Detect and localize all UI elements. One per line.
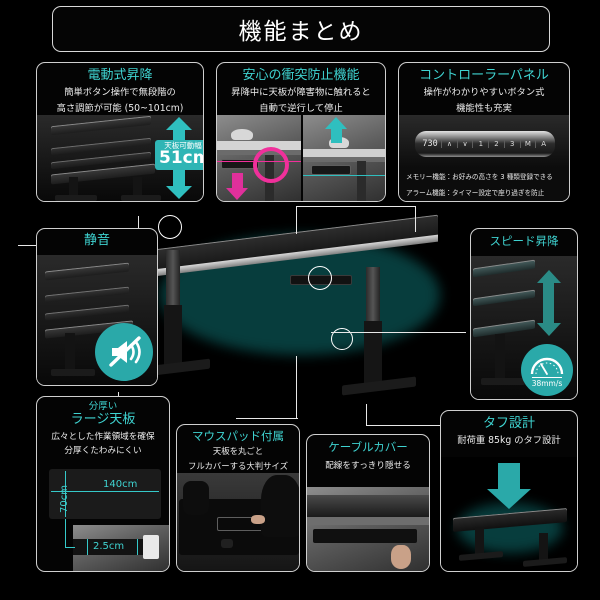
- connector-line: [331, 332, 466, 333]
- panel-sub-tough-1: 耐荷重 85kg のタフ設計: [457, 435, 561, 447]
- panel-title-electric-lift: 電動式昇降: [87, 68, 153, 83]
- controller-key-preset-1[interactable]: 1: [472, 140, 488, 148]
- panel-sub-anti-collision-2: 自動で逆行して停止: [259, 102, 343, 114]
- height-range-badge: 天板可動幅 51cm: [155, 140, 203, 170]
- panel-title-speed: スピード昇降: [489, 234, 559, 248]
- collision-point-marker-icon: [253, 147, 289, 183]
- tabletop-diagram: [49, 469, 161, 519]
- panel-sub-controller-2: 機能性も充実: [456, 102, 512, 114]
- panel-anti-collision[interactable]: 安心の衝突防止機能 昇降中に天板が障害物に触れると 自動で逆行して停止: [216, 62, 386, 202]
- badge-label: 天板可動幅: [164, 141, 202, 150]
- mousepad-photo: [177, 473, 299, 571]
- speed-value: 38mm/s: [531, 377, 563, 388]
- controller-display: 730: [422, 139, 438, 149]
- thickness-inset-photo: 2.5cm: [73, 525, 169, 571]
- panel-sub-large-top-1: 広々とした作業領域を確保: [51, 431, 155, 442]
- controller-key-preset-2[interactable]: 2: [488, 140, 504, 148]
- panel-title-controller: コントローラーパネル: [419, 68, 549, 83]
- panel-sub-mousepad-2: フルカバーする大判サイズ: [188, 460, 288, 471]
- connector-line: [296, 206, 297, 234]
- panel-title-tough: タフ設計: [482, 416, 535, 431]
- panel-speed[interactable]: スピード昇降 38mm/s: [470, 228, 578, 400]
- controller-key-memory[interactable]: M: [519, 140, 536, 148]
- panel-sub-large-top-2: 分厚くたわみにくい: [64, 446, 142, 457]
- panel-sub-electric-lift-2: 高さ調節が可能 (50~101cm): [56, 102, 184, 114]
- panel-quiet[interactable]: 静音: [36, 228, 158, 386]
- panel-tough[interactable]: タフ設計 耐荷重 85kg のタフ設計: [440, 410, 578, 572]
- panel-sub-electric-lift-1: 簡単ボタン操作で無段階の: [64, 87, 176, 99]
- panel-pre-large-top: 分厚い: [88, 401, 118, 412]
- panel-sub-cable-cover-1: 配線をすっきり隠せる: [325, 461, 411, 472]
- controller-caption-alarm: アラーム機能：タイマー設定で座り過ぎを防止: [406, 189, 545, 197]
- controller-photo: 730 ∧ ∨ 1 2 3 M A メモリー機能：お好みの高さを 3 種類登録で…: [399, 115, 569, 201]
- panel-cable-cover[interactable]: ケーブルカバー 配線をすっきり隠せる: [306, 434, 430, 572]
- callout-marker-leg: [331, 328, 353, 350]
- callout-marker-top-left: [158, 215, 182, 239]
- panel-sub-mousepad-1: 天板を丸ごと: [212, 446, 264, 457]
- panel-sub-controller-1: 操作がわかりやすいボタン式: [423, 87, 545, 99]
- depth-label: 70cm: [59, 485, 70, 513]
- connector-line: [415, 206, 416, 232]
- panel-sub-anti-collision-1: 昇降中に天板が障害物に触れると: [231, 87, 371, 99]
- controller-caption-memory: メモリー機能：お好みの高さを 3 種類登録できる: [406, 173, 553, 181]
- controller-remote[interactable]: 730 ∧ ∨ 1 2 3 M A: [415, 131, 555, 157]
- anti-collision-photo-right: [303, 115, 385, 201]
- connector-line: [296, 206, 416, 207]
- cable-cover-photo: [307, 487, 429, 571]
- controller-key-alarm[interactable]: A: [535, 140, 551, 148]
- panel-title-cable-cover: ケーブルカバー: [328, 440, 408, 454]
- connector-line: [236, 418, 298, 419]
- thickness-label: 2.5cm: [93, 541, 125, 552]
- depth-dimension-line: [65, 471, 66, 517]
- quiet-photo: [37, 255, 157, 385]
- connector-line: [366, 404, 367, 426]
- speed-photo: 38mm/s: [471, 256, 577, 399]
- controller-key-preset-3[interactable]: 3: [503, 140, 520, 148]
- panel-title-large-top: ラージ天板: [70, 412, 136, 428]
- main-desk-photo: [120, 205, 480, 420]
- mute-speaker-icon: [95, 323, 153, 381]
- panel-mousepad[interactable]: マウスパッド付属 天板を丸ごと フルカバーする大判サイズ: [176, 424, 300, 572]
- controller-key-up[interactable]: ∧: [441, 140, 457, 148]
- connector-line: [366, 425, 444, 426]
- speedometer-icon: 38mm/s: [521, 344, 573, 396]
- panel-electric-lift[interactable]: 電動式昇降 簡単ボタン操作で無段階の 高さ調節が可能 (50~101cm) 天板…: [36, 62, 204, 202]
- page-title: 機能まとめ: [238, 19, 364, 45]
- badge-value: 51cm: [159, 147, 203, 168]
- connector-line: [296, 356, 297, 418]
- width-label: 140cm: [103, 479, 138, 490]
- panel-title-mousepad: マウスパッド付属: [192, 429, 284, 443]
- page-header: 機能まとめ: [52, 6, 550, 52]
- callout-marker-controller: [308, 266, 332, 290]
- tough-photo: [441, 457, 577, 571]
- controller-key-down[interactable]: ∨: [456, 140, 473, 148]
- panel-title-quiet: 静音: [83, 233, 110, 248]
- anti-collision-photo-left: [217, 115, 301, 201]
- electric-lift-photo: 天板可動幅 51cm: [37, 115, 203, 201]
- panel-large-top[interactable]: 分厚い ラージ天板 広々とした作業領域を確保 分厚くたわみにくい 140cm 7…: [36, 396, 170, 572]
- panel-title-anti-collision: 安心の衝突防止機能: [242, 68, 360, 83]
- panel-controller[interactable]: コントローラーパネル 操作がわかりやすいボタン式 機能性も充実 730 ∧ ∨ …: [398, 62, 570, 202]
- width-dimension-line: [51, 491, 159, 492]
